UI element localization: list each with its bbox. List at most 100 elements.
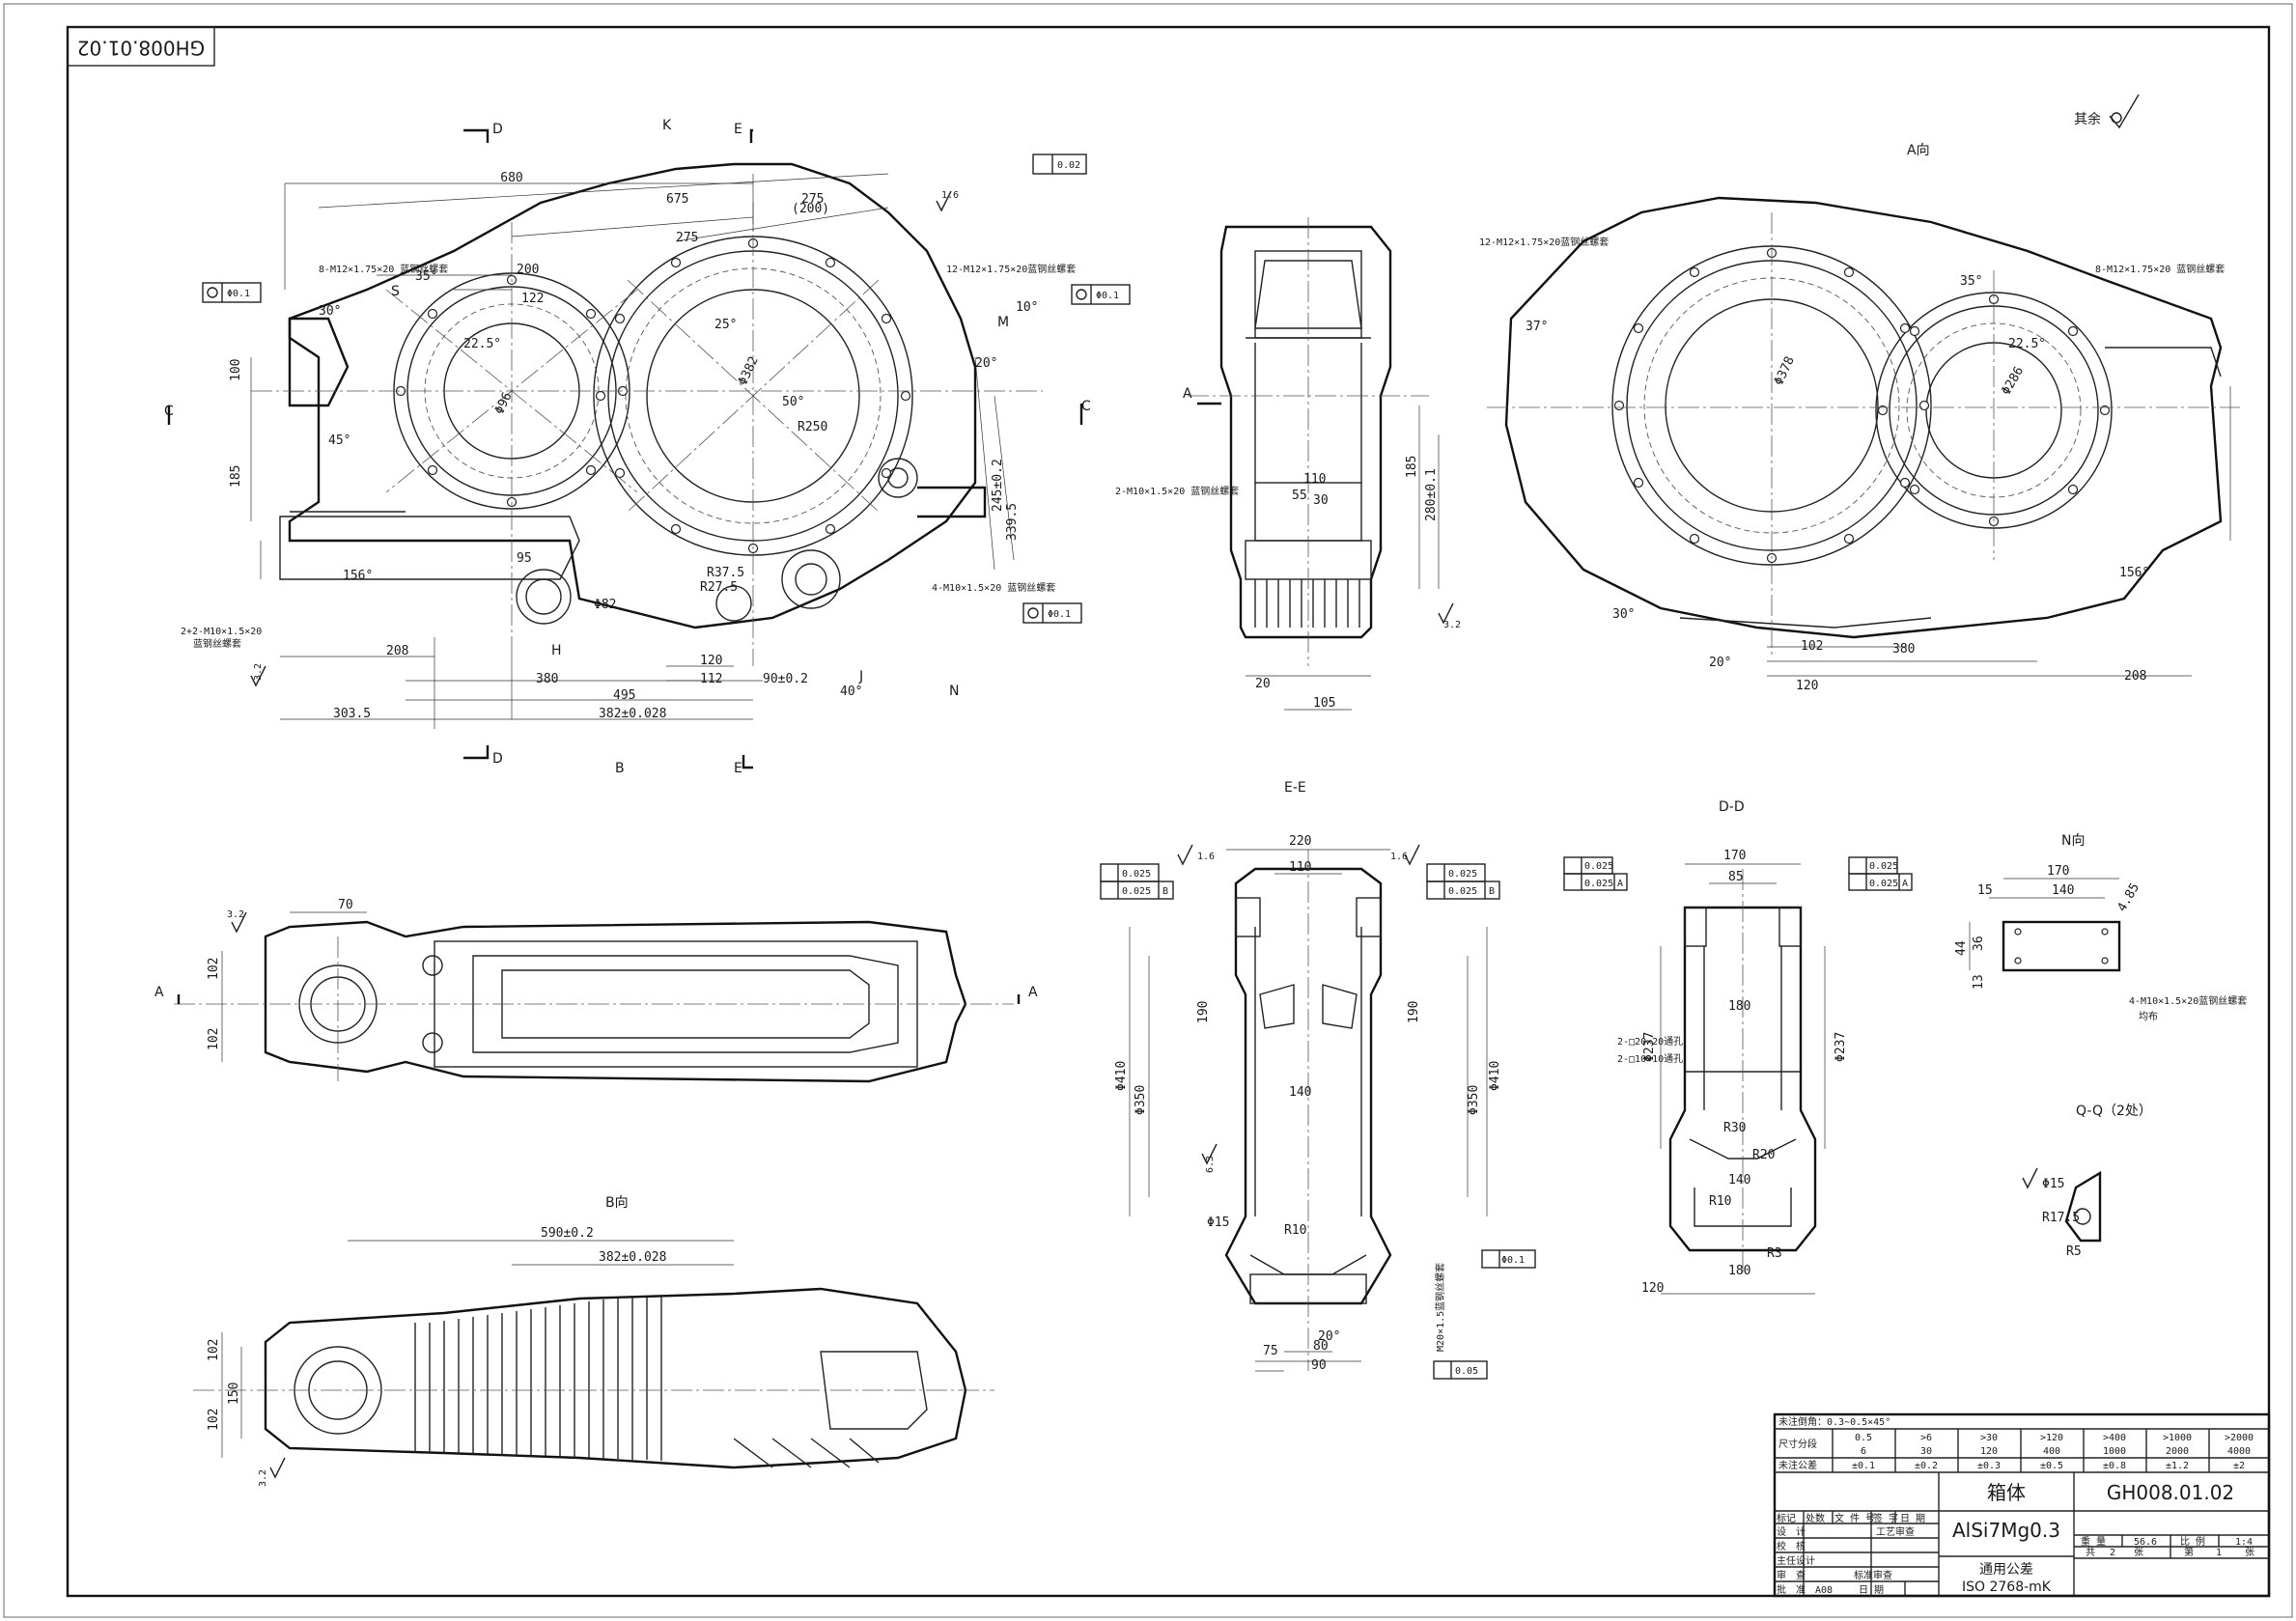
dim-b-102b: 102	[207, 1409, 221, 1431]
tb-part-name: 箱体	[1987, 1481, 2026, 1504]
rough-32-c: 3.2	[227, 909, 244, 920]
section-j: J	[858, 669, 863, 685]
dim-r375: R37.5	[707, 566, 744, 580]
dim-qq-r175: R17.5	[2042, 1211, 2080, 1225]
dim-3395: 339.5	[1005, 503, 1020, 541]
tb-rev-4: 日 期	[1900, 1513, 1925, 1524]
dim-dd-phi237r: Φ237	[1834, 1032, 1848, 1062]
dim-380: 380	[536, 672, 558, 686]
dim-dd-180: 180	[1728, 999, 1750, 1014]
number-stamp: GH008.01.02	[67, 26, 215, 67]
tb-date-label: 日 期	[1859, 1584, 1884, 1596]
roughness-marks: 1.6 3.2 3.2 3.2 1.6 1.6 6.3 3.2	[227, 190, 2038, 1487]
angle-45: 45°	[328, 433, 350, 448]
dim-side-280: 280±0.1	[1424, 468, 1439, 521]
dim-n-13: 13	[1972, 974, 1986, 990]
section-h: H	[551, 643, 562, 658]
tb-scale-label: 比 例	[2180, 1535, 2205, 1548]
gdt-ee-datum-b-r: B	[1489, 886, 1495, 897]
dim-top-70: 70	[338, 898, 353, 912]
dd-title: D-D	[1719, 799, 1745, 815]
tb-r4-bot: 1000	[2103, 1446, 2126, 1457]
gdt-dd-perp-l: 0.025	[1584, 879, 1613, 889]
gdt-pos-bottom: Φ0.1	[1048, 609, 1071, 620]
dim-680: 680	[500, 171, 522, 185]
dim-a-phi378: Φ378	[1772, 354, 1798, 388]
angle-a-20: 20°	[1709, 656, 1731, 670]
tb-r3-bot: 400	[2043, 1446, 2060, 1457]
dim-side-55: 55	[1292, 489, 1307, 503]
tb-sheets-total-label: 共	[2086, 1547, 2095, 1558]
tb-material: AlSi7Mg0.3	[1952, 1519, 2060, 1542]
section-d-top: D	[492, 122, 503, 137]
a-view-title: A向	[1907, 143, 1930, 158]
tb-scale: 1:4	[2235, 1537, 2253, 1548]
ee-title: E-E	[1284, 780, 1306, 796]
dim-ee-190l: 190	[1196, 1001, 1211, 1023]
rough-16-c: 1.6	[1390, 852, 1408, 862]
b-view-title: B向	[605, 1195, 629, 1211]
dim-n-170: 170	[2047, 864, 2069, 879]
n-view: N向 170 140 15 44 36 13 4.85 4-M10×1.5×20…	[1954, 833, 2247, 1022]
section-b-bottom: B	[615, 761, 625, 776]
angle-35: 35°	[415, 269, 437, 284]
dim-a-380: 380	[1892, 642, 1915, 657]
dim-dd-85: 85	[1728, 870, 1744, 884]
dim-n-15: 15	[1977, 883, 1993, 898]
tb-r3-tol: ±0.5	[2040, 1461, 2063, 1471]
gdt-ee-par-l: 0.025	[1122, 869, 1151, 880]
surface-other: 其余	[2074, 94, 2140, 129]
angle-a-30: 30°	[1612, 607, 1635, 622]
angle-20: 20°	[975, 356, 997, 371]
rough-16-b: 1.6	[1197, 852, 1215, 862]
dim-dd-phi237l: Φ237	[1642, 1032, 1657, 1062]
section-c-right: C	[1081, 399, 1091, 414]
dim-275b: 275	[676, 231, 698, 245]
b-view: B向 590±0.2 382±0.028 102 102 150	[193, 1195, 994, 1469]
gdt-ee-perp-r: 0.025	[1448, 886, 1477, 897]
rough-16-a: 1.6	[941, 190, 959, 201]
section-a-top-left: A	[154, 985, 164, 1000]
note-dd-slot1: 2-□20×20通孔	[1617, 1036, 1683, 1048]
gdt-ee-datum-b-l: B	[1162, 886, 1168, 897]
section-a-top-right: A	[1028, 985, 1038, 1000]
n-view-title: N向	[2061, 833, 2085, 849]
dim-185: 185	[229, 465, 243, 488]
tb-row-1: 校 核	[1777, 1540, 1806, 1552]
tb-sheet-no: 1	[2216, 1548, 2222, 1558]
section-m: M	[997, 315, 1009, 330]
tb-r0-tol: ±0.1	[1852, 1461, 1875, 1471]
top-view: 70 102 102 A A	[154, 898, 1038, 1083]
dim-n-485: 4.85	[2114, 880, 2142, 914]
angle-156: 156°	[343, 569, 373, 583]
dim-a-phi286: Φ286	[1999, 364, 2027, 398]
dim-n-36: 36	[1972, 936, 1986, 951]
b-view-fins	[414, 1296, 662, 1461]
rough-32-a: 3.2	[253, 663, 264, 681]
note-n2: 均布	[2139, 1011, 2158, 1022]
angle-a-35: 35°	[1960, 274, 1982, 289]
rough-63-a: 6.3	[1205, 1156, 1216, 1173]
dim-dd-r30: R30	[1723, 1121, 1746, 1135]
dim-ee-75: 75	[1263, 1344, 1278, 1358]
tb-row-0: 设 计	[1777, 1525, 1806, 1538]
dim-r250: R250	[798, 420, 827, 434]
dim-3035: 303.5	[333, 707, 371, 721]
gdt-ee-par-r: 0.025	[1448, 869, 1477, 880]
dim-phi82: Φ82	[594, 598, 616, 612]
dim-b-382: 382±0.028	[599, 1250, 666, 1265]
dim-side-110: 110	[1303, 472, 1326, 487]
tb-version: A08	[1815, 1585, 1833, 1596]
gdt-flat: 0.02	[1057, 160, 1080, 171]
gdt-pos-right: Φ0.1	[1096, 291, 1119, 301]
tb-tol-label: 未注公差	[1778, 1459, 1817, 1471]
angle-10: 10°	[1016, 300, 1038, 315]
note-a-m12-8: 8-M12×1.75×20 蓝钢丝螺套	[2095, 263, 2225, 275]
dim-b-102a: 102	[207, 1339, 221, 1361]
dim-top-102b: 102	[207, 1028, 221, 1050]
angle-40: 40°	[840, 685, 862, 699]
dim-a-102: 102	[1801, 639, 1823, 654]
tb-r2-bot: 120	[1980, 1446, 1998, 1457]
dim-dd-r3: R3	[1767, 1246, 1782, 1261]
drawing-number-stamp: GH008.01.02	[77, 37, 205, 60]
